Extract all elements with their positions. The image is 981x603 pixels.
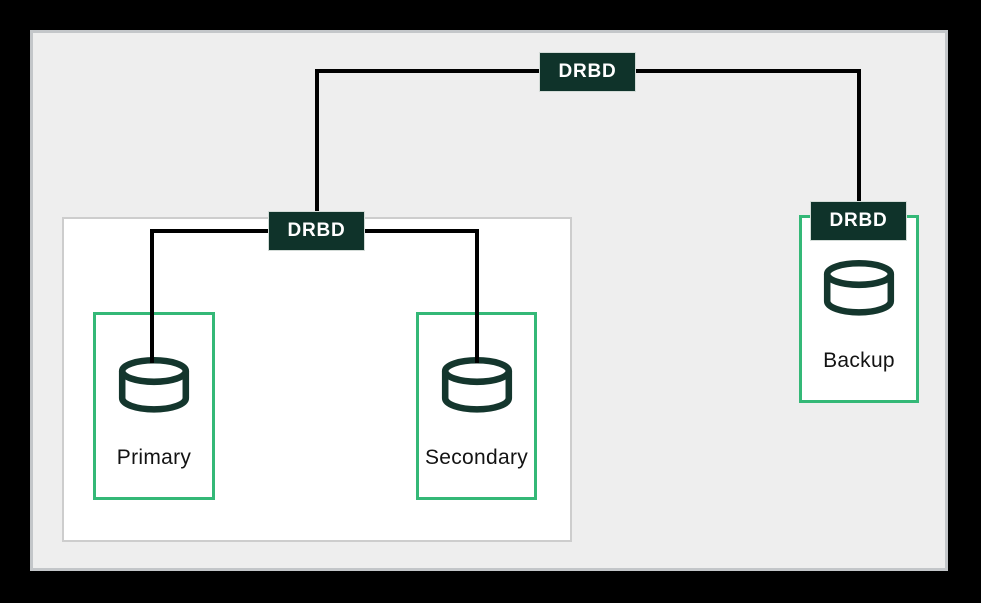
connector-line-primary-vertical <box>150 229 154 363</box>
database-icon <box>441 357 512 413</box>
drbd-connector-backup: DRBD <box>810 201 907 241</box>
drbd-connector-cluster: DRBD <box>268 211 365 251</box>
node-primary: Primary <box>93 312 215 500</box>
database-icon <box>118 357 190 413</box>
drbd-connector-top: DRBD <box>539 52 636 92</box>
node-label-secondary: Secondary <box>424 446 529 469</box>
drbd-connector-label: DRBD <box>558 61 617 82</box>
connector-line-secondary-vertical <box>475 229 479 363</box>
node-backup: Backup <box>799 215 919 403</box>
connector-line-trunk-left-vertical <box>315 69 319 213</box>
drbd-connector-label: DRBD <box>829 210 888 231</box>
connector-line-trunk-right-vertical <box>857 69 861 203</box>
node-label-primary: Primary <box>116 446 192 469</box>
node-label-backup: Backup <box>823 349 895 372</box>
database-icon <box>823 260 895 316</box>
drbd-connector-label: DRBD <box>287 220 346 241</box>
